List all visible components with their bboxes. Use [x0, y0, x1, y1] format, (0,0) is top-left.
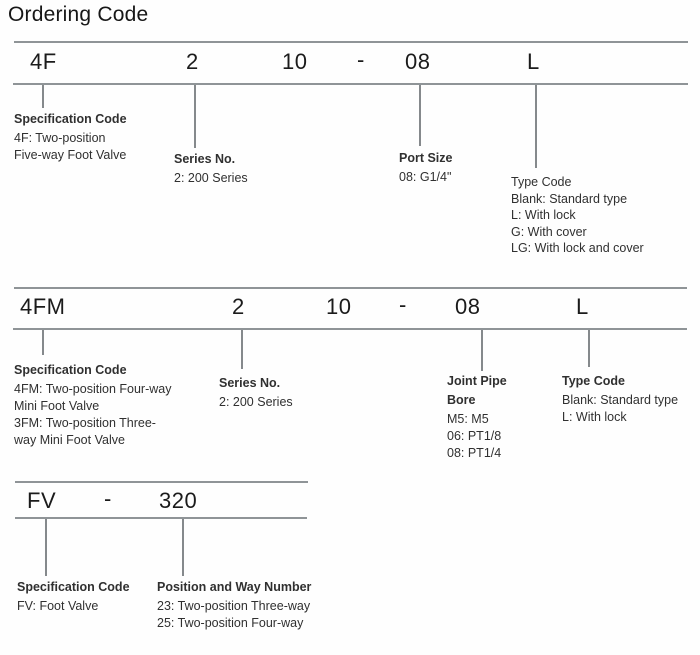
section2-code-type: L [576, 294, 589, 319]
section1-code-port: 08 [405, 49, 431, 74]
section1-code-dash: - [357, 47, 365, 72]
section3-spec-block: Specification Code FV: Foot Valve [17, 579, 130, 615]
section1-leader-port [419, 85, 421, 146]
section1-code-body: 10 [282, 49, 308, 74]
section1-leader-series [194, 85, 196, 148]
section1-type-line: G: With cover [511, 224, 587, 239]
section2-spec-block: Specification Code 4FM: Two-position Fou… [14, 362, 171, 449]
section3-posway-line: 25: Two-position Four-way [157, 616, 304, 630]
section3-posway-heading: Position and Way Number [157, 580, 312, 594]
section2-code-body: 10 [326, 294, 352, 319]
section3-leader-posway [182, 519, 184, 576]
section1-spec-block: Specification Code 4F: Two-position Five… [14, 111, 127, 164]
section2-code-dash: - [399, 292, 407, 317]
section2-spec-line: Mini Foot Valve [14, 399, 100, 413]
section2-type-line: Blank: Standard type [562, 393, 679, 407]
section3-code-posway: 320 [159, 488, 198, 513]
section1-leader-spec [42, 85, 44, 108]
section2-type-line: L: With lock [562, 410, 627, 424]
section2-bottom-rule [13, 328, 687, 330]
section3-posway-block: Position and Way Number 23: Two-position… [157, 579, 311, 632]
section3-leader-spec [45, 519, 47, 576]
section2-joint-heading: Joint Pipe [447, 374, 507, 388]
section3-spec-line: FV: Foot Valve [17, 599, 99, 613]
section2-series-block: Series No. 2: 200 Series [219, 375, 293, 411]
section1-type-block: Type Code Blank: Standard type L: With l… [511, 174, 644, 257]
section1-type-line: L: With lock [511, 208, 576, 222]
section1-spec-line: 4F: Two-position [14, 131, 106, 145]
page-title: Ordering Code [8, 3, 149, 26]
section1-port-line: 08: G1/4" [399, 170, 452, 184]
section2-top-rule [14, 287, 687, 289]
section2-type-block: Type Code Blank: Standard type L: With l… [562, 373, 678, 426]
section1-type-heading: Type Code [511, 175, 572, 189]
section2-joint-pipe-bore-block: Joint Pipe Bore M5: M5 06: PT1/8 08: PT1… [447, 373, 507, 462]
section2-spec-line: 4FM: Two-position Four-way [14, 382, 172, 396]
section2-joint-heading: Bore [447, 393, 476, 407]
section1-type-line: Blank: Standard type [511, 191, 628, 206]
section1-port-heading: Port Size [399, 151, 453, 165]
section1-leader-type [535, 85, 537, 168]
section1-series-heading: Series No. [174, 152, 236, 166]
section1-spec-heading: Specification Code [14, 112, 127, 126]
section3-code-spec: FV [27, 488, 57, 513]
section1-code-spec: 4F [30, 49, 57, 74]
section2-series-heading: Series No. [219, 376, 281, 390]
section2-code-spec: 4FM [20, 294, 66, 319]
section3-code-dash: - [104, 486, 112, 511]
section2-leader-series [241, 330, 243, 369]
section2-leader-type [588, 330, 590, 367]
section1-code-type: L [527, 49, 540, 74]
section2-code-series: 2 [232, 294, 245, 319]
section3-spec-heading: Specification Code [17, 580, 130, 594]
section2-code-bore: 08 [455, 294, 481, 319]
section2-leader-bore [481, 330, 483, 371]
section3-posway-line: 23: Two-position Three-way [157, 599, 311, 613]
section2-joint-line: 06: PT1/8 [447, 429, 502, 443]
section3-bottom-rule [15, 517, 307, 519]
section2-leader-spec [42, 330, 44, 355]
section1-port-block: Port Size 08: G1/4" [399, 150, 453, 186]
section1-bottom-rule [13, 83, 688, 85]
section1-spec-line: Five-way Foot Valve [14, 148, 127, 162]
section2-series-line: 2: 200 Series [219, 395, 293, 409]
section2-spec-line: way Mini Foot Valve [14, 433, 125, 447]
section2-joint-line: 08: PT1/4 [447, 446, 502, 460]
section1-series-line: 2: 200 Series [174, 171, 248, 185]
section1-type-line: LG: With lock and cover [511, 241, 644, 255]
section2-joint-line: M5: M5 [447, 412, 489, 426]
section1-top-rule [14, 41, 688, 43]
section1-series-block: Series No. 2: 200 Series [174, 151, 248, 187]
section2-spec-heading: Specification Code [14, 363, 127, 377]
section3-top-rule [15, 481, 308, 483]
section2-type-heading: Type Code [562, 374, 625, 388]
section1-code-series: 2 [186, 49, 199, 74]
section2-spec-line: 3FM: Two-position Three- [14, 416, 156, 430]
